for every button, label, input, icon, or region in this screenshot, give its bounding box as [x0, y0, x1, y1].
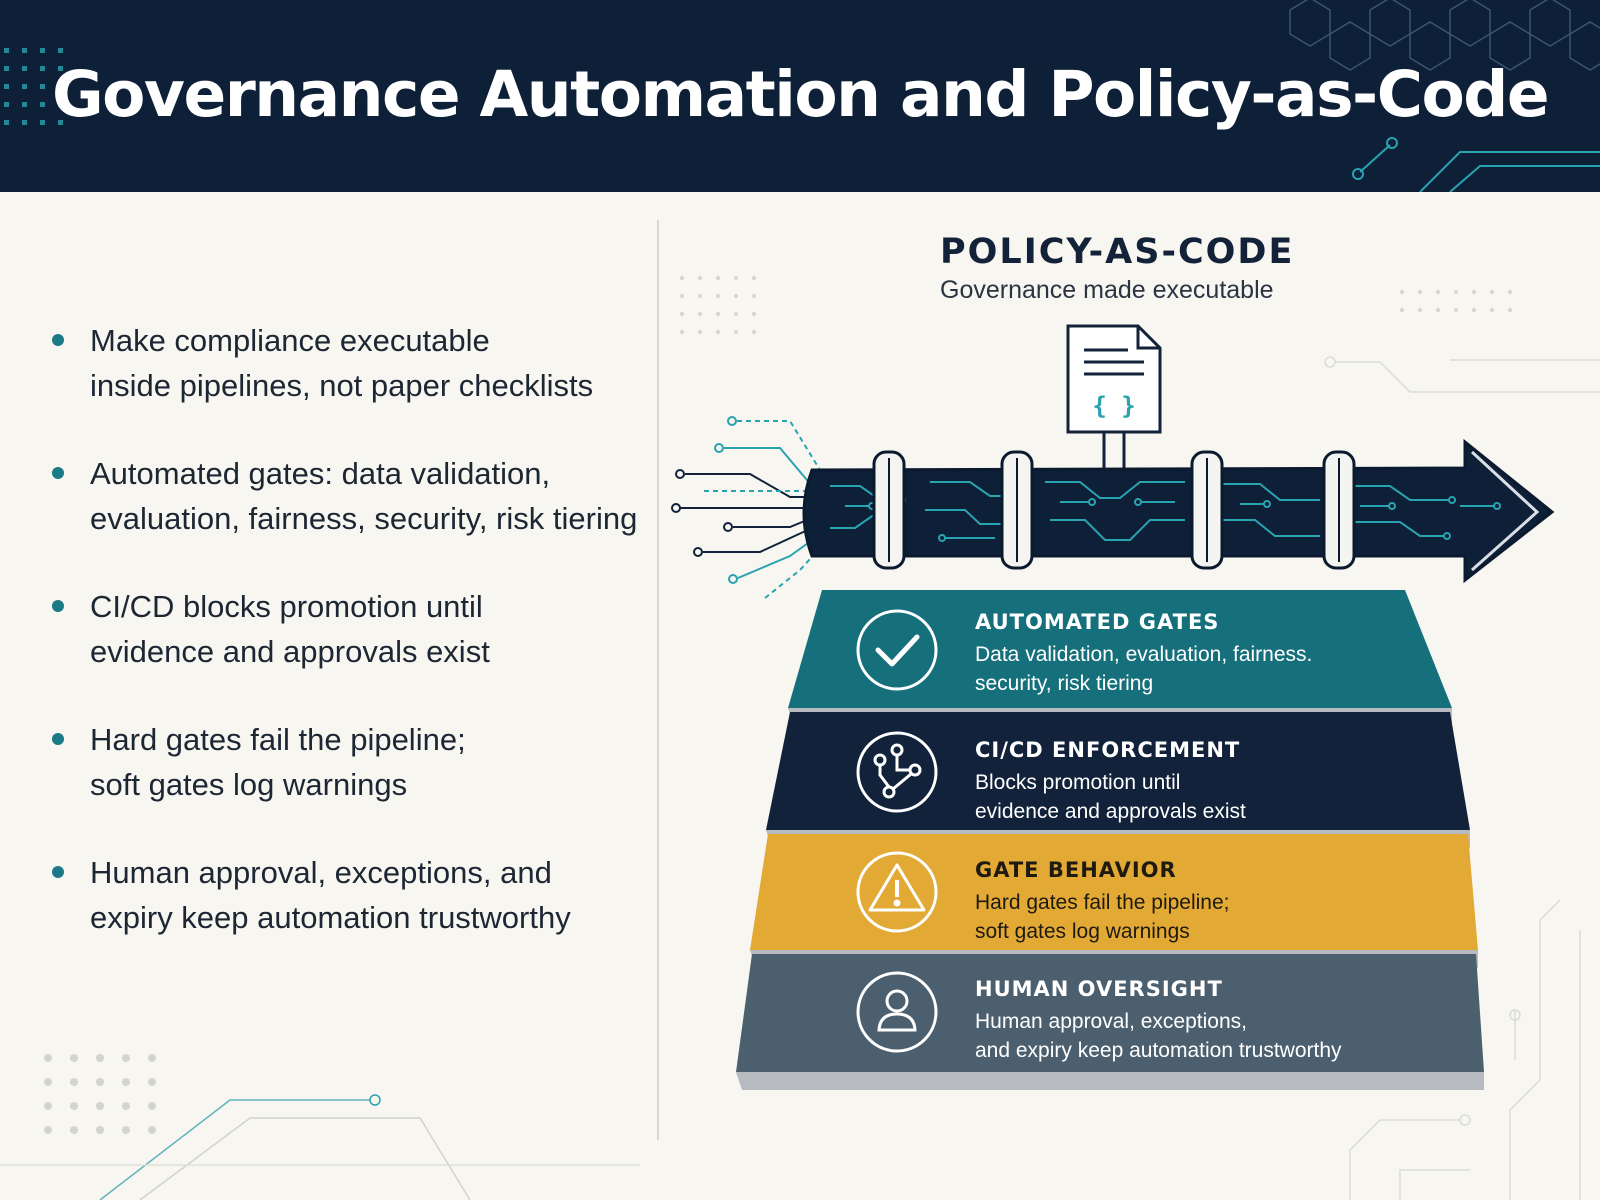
bullet-text: Automated gates: data validation, evalua…: [90, 456, 638, 536]
diagram-heading: POLICY-AS-CODE Governance made executabl…: [940, 232, 1294, 305]
left-circuit-decoration: [0, 1054, 640, 1200]
diagram-title: POLICY-AS-CODE: [940, 232, 1295, 272]
policy-document-icon: [1066, 324, 1162, 472]
band-description: Blocks promotion until evidence and appr…: [975, 771, 1246, 823]
band-description: Human approval, exceptions, and expiry k…: [975, 1010, 1342, 1062]
bullet-marker: [52, 866, 64, 878]
bullet-text: Hard gates fail the pipeline; soft gates…: [90, 722, 466, 802]
header-circuit-decoration: [4, 0, 1600, 192]
list-item: Automated gates: data validation, evalua…: [48, 451, 648, 541]
band-description: Hard gates fail the pipeline; soft gates…: [975, 891, 1230, 943]
header-banner: Governance Automation and Policy-as-Code: [0, 0, 1600, 192]
list-item: Human approval, exceptions, and expiry k…: [48, 850, 648, 940]
warning-icon: [856, 851, 938, 933]
band-title: AUTOMATED GATES: [975, 610, 1220, 634]
band-text-gate-behavior: GATE BEHAVIOR Hard gates fail the pipeli…: [975, 858, 1435, 946]
band-description: Data validation, evaluation, fairness. s…: [975, 643, 1313, 695]
dot-grid-decoration: [680, 276, 1512, 334]
person-icon: [856, 971, 938, 1053]
bullet-marker: [52, 467, 64, 479]
circuit-decoration: [1324, 356, 1600, 1200]
diagram-subtitle: Governance made executable: [940, 276, 1274, 304]
bullet-marker: [52, 334, 64, 346]
input-wires: [671, 416, 821, 599]
bullet-list: Make compliance executable inside pipeli…: [48, 318, 648, 983]
band-text-automated-gates: AUTOMATED GATES Data validation, evaluat…: [975, 610, 1435, 698]
checkmark-icon: [856, 609, 938, 691]
bullet-text: Human approval, exceptions, and expiry k…: [90, 855, 571, 935]
list-item: Make compliance executable inside pipeli…: [48, 318, 648, 408]
code-braces-glyph: { }: [1092, 392, 1135, 420]
band-text-human-oversight: HUMAN OVERSIGHT Human approval, exceptio…: [975, 977, 1435, 1065]
band-title: GATE BEHAVIOR: [975, 858, 1177, 882]
bullet-marker: [52, 600, 64, 612]
list-item: Hard gates fail the pipeline; soft gates…: [48, 717, 648, 807]
band-text-cicd-enforcement: CI/CD ENFORCEMENT Blocks promotion until…: [975, 738, 1435, 826]
pipeline-arrow: [802, 438, 1555, 584]
band-title: CI/CD ENFORCEMENT: [975, 738, 1241, 762]
bullet-marker: [52, 733, 64, 745]
bullet-text: CI/CD blocks promotion until evidence an…: [90, 589, 490, 669]
page-title: Governance Automation and Policy-as-Code: [51, 58, 1550, 131]
pipeline-branch-icon: [856, 731, 938, 813]
bullet-text: Make compliance executable inside pipeli…: [90, 323, 594, 403]
band-title: HUMAN OVERSIGHT: [975, 977, 1223, 1001]
column-divider: [657, 220, 659, 1140]
list-item: CI/CD blocks promotion until evidence an…: [48, 584, 648, 674]
